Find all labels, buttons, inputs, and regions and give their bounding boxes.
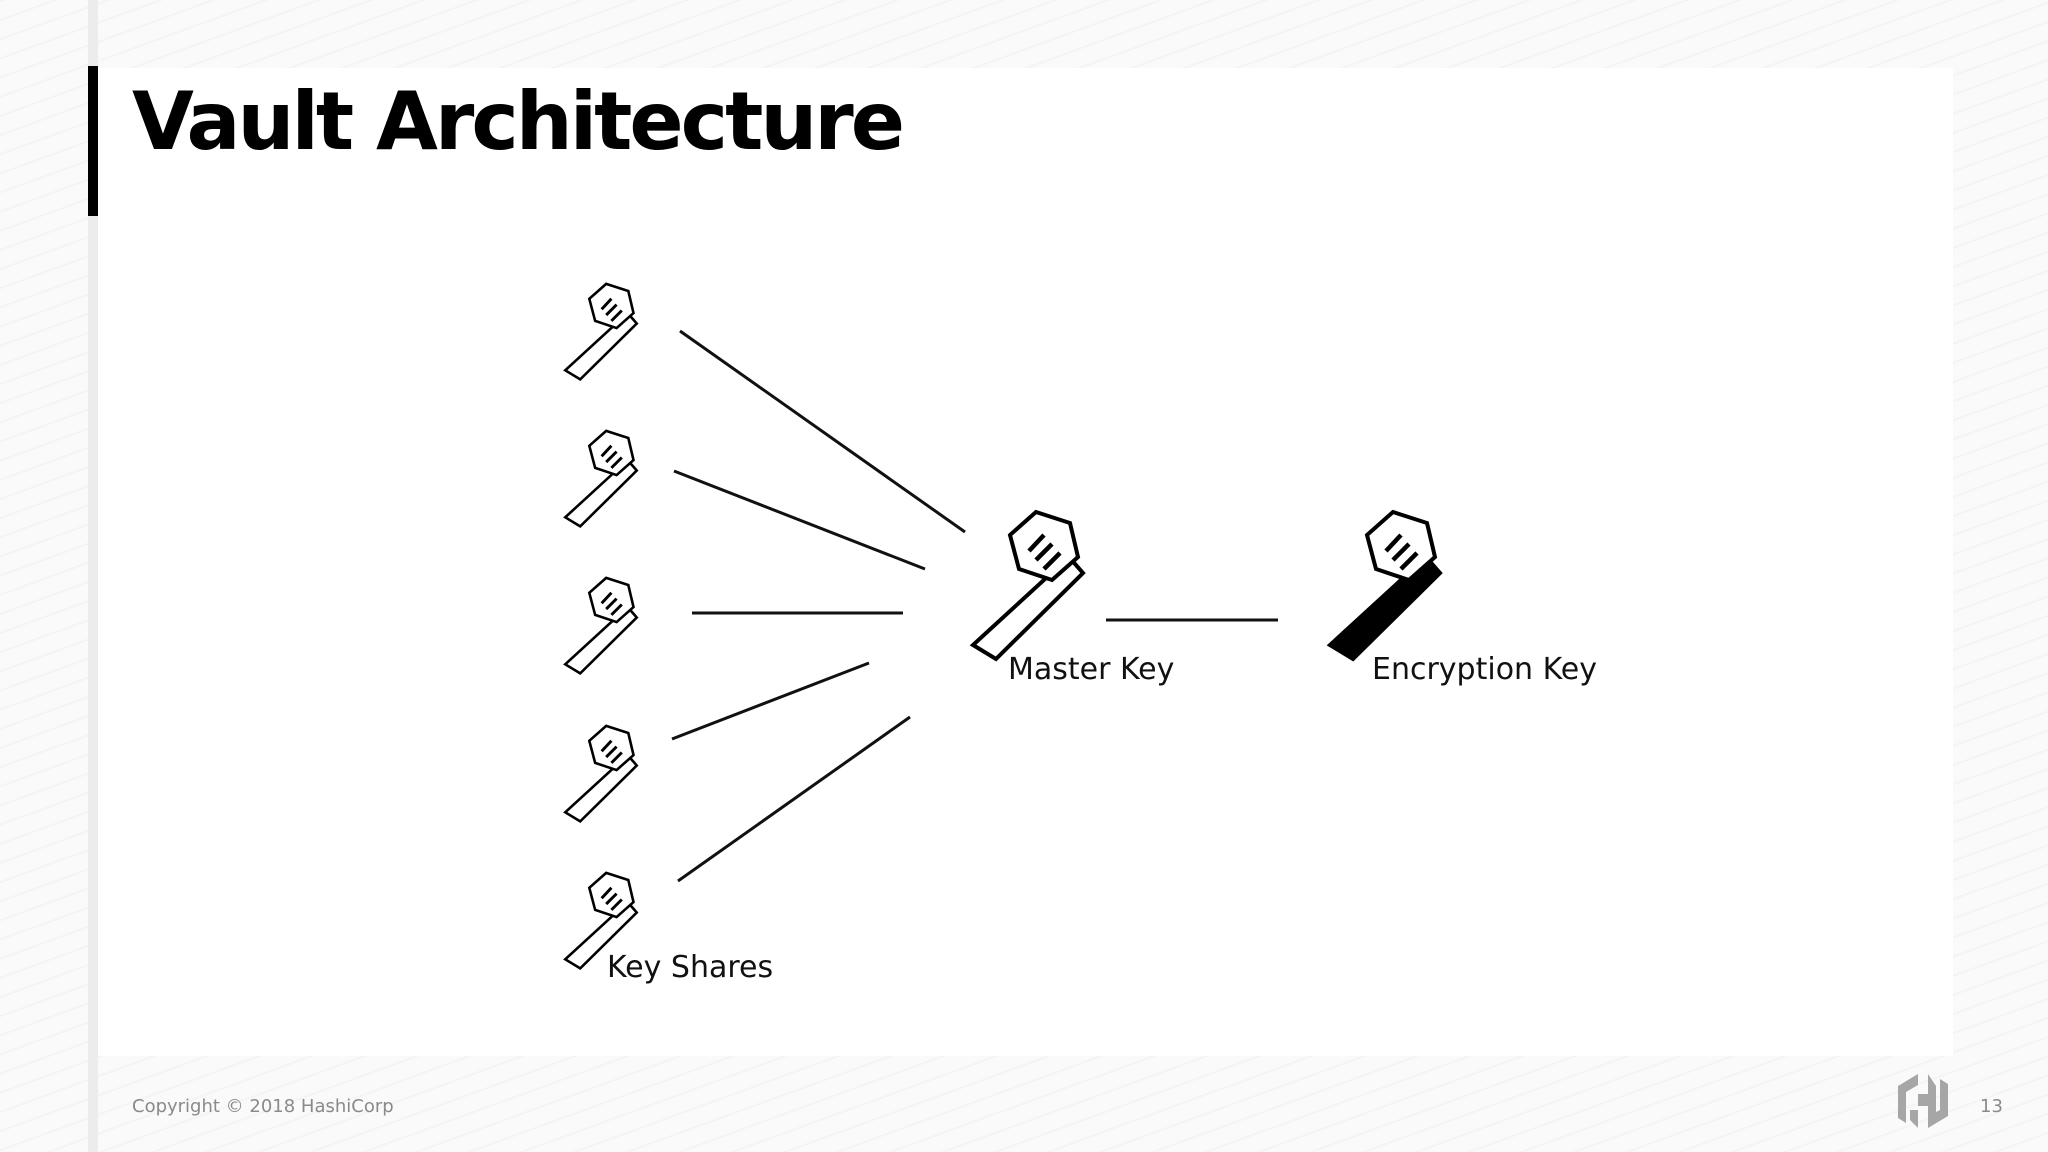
edge-share-1-master — [679, 329, 966, 534]
edge-share-2-master — [673, 469, 926, 571]
slide-title: Vault Architecture — [132, 75, 905, 168]
key-share-4-icon — [563, 724, 639, 823]
encryption-key-label: Encryption Key — [1372, 652, 1597, 687]
key-share-2-icon — [563, 429, 639, 528]
title-accent-bar — [88, 66, 98, 216]
encryption-key-icon — [1330, 512, 1440, 659]
master-key-label: Master Key — [1008, 652, 1174, 687]
master-key-icon — [973, 512, 1083, 659]
page-number: 13 — [1980, 1096, 2003, 1117]
edge-share-4-master — [671, 661, 870, 741]
key-shares-label: Key Shares — [607, 950, 773, 985]
left-rail — [88, 0, 98, 1152]
key-share-3-icon — [563, 576, 639, 675]
edge-share-5-master — [677, 715, 911, 883]
hashicorp-logo-icon — [1898, 1074, 1948, 1128]
key-share-1-icon — [563, 282, 639, 381]
footer-copyright: Copyright © 2018 HashiCorp — [132, 1096, 394, 1117]
